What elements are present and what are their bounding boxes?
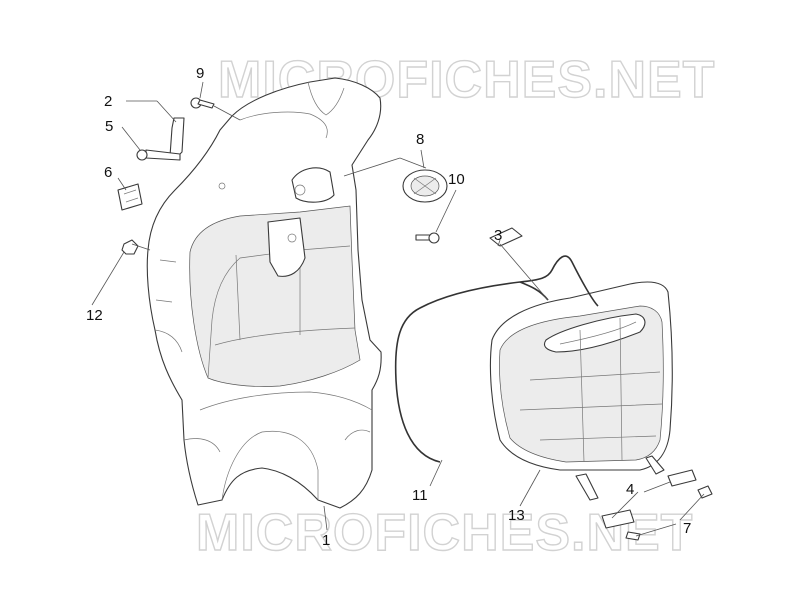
callout-7: 7 — [683, 520, 691, 537]
callout-5: 5 — [105, 118, 113, 135]
screw-10 — [415, 232, 440, 244]
callout-3: 3 — [494, 227, 502, 244]
callout-1: 1 — [322, 532, 330, 549]
leg-shield-body — [146, 77, 382, 509]
callout-8: 8 — [416, 131, 424, 148]
hook-bracket — [136, 117, 185, 161]
screw-7 — [625, 485, 713, 541]
callout-11: 11 — [412, 487, 428, 504]
callout-4: 4 — [626, 481, 634, 498]
screw-9 — [190, 97, 215, 109]
callout-12: 12 — [86, 307, 103, 324]
callout-2: 2 — [104, 93, 112, 110]
watermark-bottom: MICROFICHES.NET — [196, 504, 693, 562]
glove-box-door — [489, 281, 673, 501]
callout-9: 9 — [196, 65, 204, 82]
clip-6 — [117, 183, 143, 211]
nut-12 — [121, 239, 139, 255]
callout-13: 13 — [508, 507, 525, 524]
plate-3 — [489, 227, 523, 247]
leader-lines — [91, 81, 705, 537]
lock-cylinder — [402, 169, 448, 203]
callout-10: 10 — [448, 171, 465, 188]
callout-6: 6 — [104, 164, 112, 181]
bracket-4 — [601, 469, 697, 529]
